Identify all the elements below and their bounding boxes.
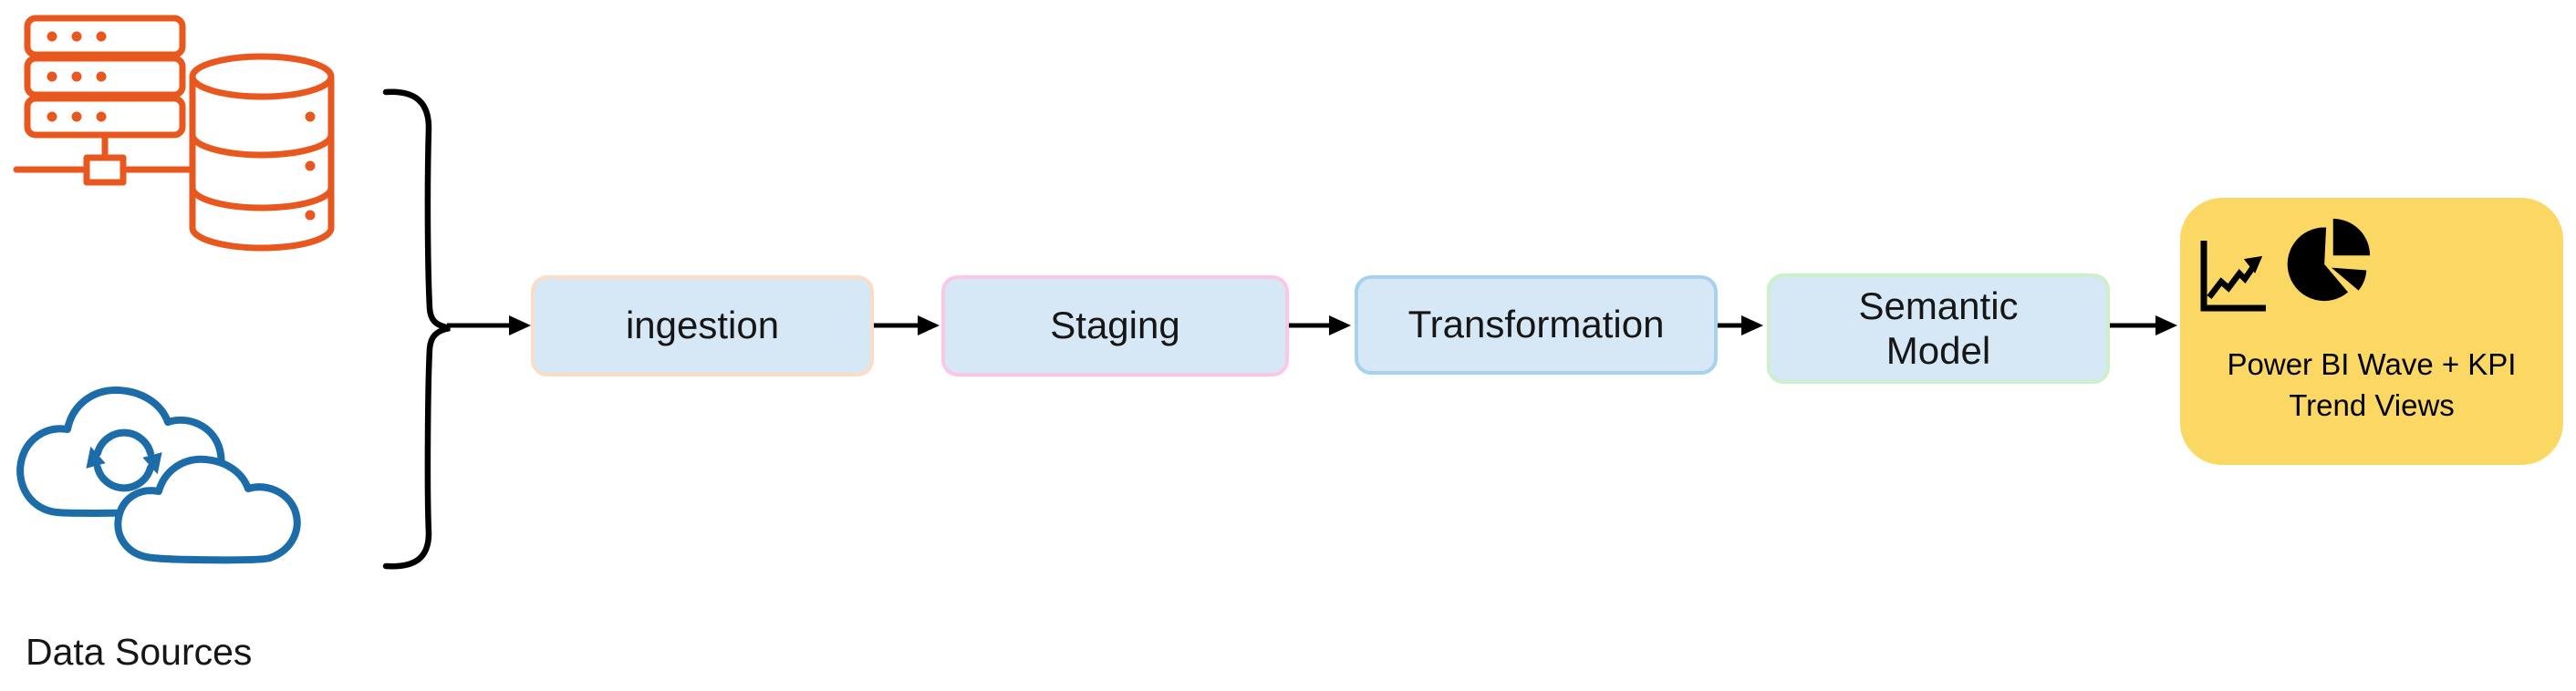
output-label-line2: Trend Views [2289,388,2455,422]
stage-label-semantic-model: Semantic Model [1858,284,2019,372]
stage-box-staging: Staging [941,275,1289,376]
stage-label-ingestion: ingestion [625,304,780,347]
stage-box-transformation: Transformation [1355,275,1718,375]
cloud-sync-icon [16,386,301,564]
curly-brace [382,88,451,570]
data-sources-label: Data Sources [26,631,253,673]
stage-label-transformation: Transformation [1407,303,1665,346]
stage-box-semantic-model: Semantic Model [1767,273,2110,384]
arrow-sources-to-ingestion [447,315,531,335]
stage-label-staging: Staging [1050,304,1180,347]
sync-arrows-icon [86,428,162,492]
server-rack-icon [13,15,195,186]
line-chart-icon [2200,241,2266,312]
pie-chart-icon [2287,218,2371,302]
output-card: Power BI Wave + KPI Trend Views [2180,198,2563,465]
arrow-semantic-to-output [2108,315,2177,335]
stage-box-ingestion: ingestion [531,275,874,376]
cloud-front-icon [114,455,301,564]
database-icon [189,53,335,252]
output-icons-row [2198,217,2372,314]
source-hardware-icons [13,15,335,252]
arrow-transformation-to-semantic [1718,315,1763,335]
output-card-label: Power BI Wave + KPI Trend Views [2180,344,2563,426]
arrow-staging-to-transformation [1289,315,1351,335]
output-label-line1: Power BI Wave + KPI [2227,347,2517,381]
arrow-ingestion-to-staging [874,315,940,335]
